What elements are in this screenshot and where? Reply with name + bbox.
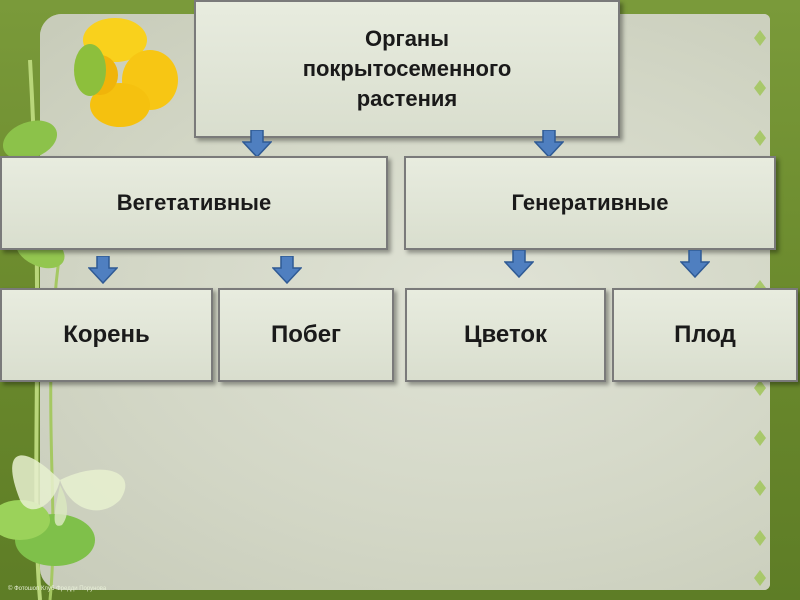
root-node: Органы покрытосеменного растения [194,0,620,138]
category-label: Вегетативные [116,190,272,215]
butterfly-icon [12,455,126,526]
root-label: Органы покрытосеменного растения [303,24,512,114]
copyright-text: © Фотошоп Клуб Фредди Порунова [8,586,107,592]
leaf-label: Плод [674,321,736,348]
category-label: Генеративные [511,190,669,215]
leaf-shoot: Побег [218,288,394,382]
leaf-fruit: Плод [612,288,798,382]
root-line-3: растения [356,86,458,111]
arrow-down-icon [88,256,118,284]
leaf-label: Корень [63,321,150,348]
category-generative: Генеративные [404,156,776,250]
root-line-2: покрытосеменного [302,56,512,81]
arrow-down-icon [504,250,534,278]
category-vegetative: Вегетативные [0,156,388,250]
root-line-1: Органы [364,26,450,51]
leaf-flower: Цветок [405,288,606,382]
arrow-down-icon [680,250,710,278]
arrow-down-icon [272,256,302,284]
leaf-icon [2,120,58,160]
arrow-down-icon [534,130,564,158]
leaf-root: Корень [0,288,213,382]
yellow-flower-icon [74,18,178,127]
leaf-label: Побег [270,321,342,348]
arrow-down-icon [242,130,272,158]
leaf-label: Цветок [463,321,548,348]
